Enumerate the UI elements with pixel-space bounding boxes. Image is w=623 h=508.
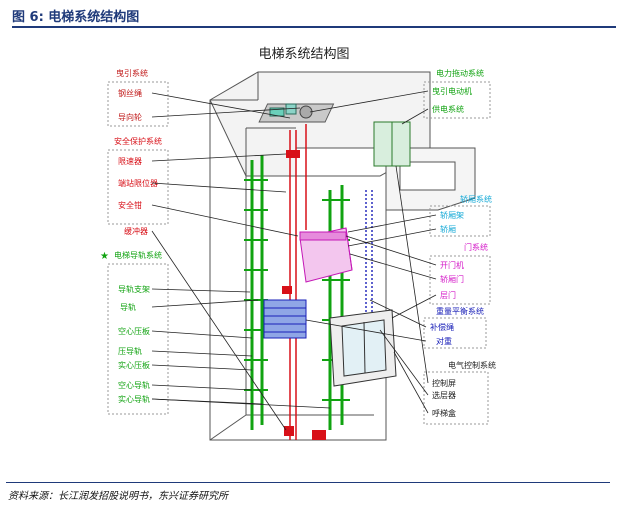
compensation-ropes	[365, 190, 373, 320]
end-limiter-unit	[282, 286, 292, 294]
label-end-limiter: 端站限位器	[118, 178, 158, 188]
label-power-drive: 电力拖动系统	[436, 68, 484, 78]
elevator-structure-diagram: 电梯系统结构图	[100, 47, 496, 441]
label-safety-system: 安全保护系统	[114, 136, 162, 146]
label-guide-wheel: 导向轮	[118, 112, 142, 122]
right-leader-lines	[305, 90, 437, 414]
counterweight-unit	[263, 299, 307, 339]
footer-rule	[6, 482, 610, 483]
label-solid-guide-rail: 实心导轨	[118, 394, 150, 404]
buffer-unit-2	[284, 426, 294, 436]
label-hall-door: 层门	[440, 290, 456, 300]
label-guide-system: 电梯导轨系统	[114, 250, 162, 260]
label-car-door: 轿厢门	[440, 274, 464, 284]
label-car-system: 轿厢系统	[460, 194, 492, 204]
label-floor-selector: 选层器	[432, 390, 456, 400]
guide-star-icon: ★	[100, 251, 109, 262]
label-solid-pressing-plate: 实心压板	[118, 360, 150, 370]
label-compensation-rope: 补偿绳	[430, 322, 454, 332]
label-power-supply: 供电系统	[432, 104, 464, 114]
label-car-body: 轿厢	[440, 224, 456, 234]
header-rule	[12, 26, 616, 28]
left-labels: 曳引系统 钢丝绳 导向轮 安全保护系统 限速器 端站限位器 安全钳 缓冲器 ★ …	[100, 68, 169, 415]
label-electric-control: 电气控制系统	[448, 360, 496, 370]
figure-title: 图 6: 电梯系统结构图	[12, 10, 140, 25]
label-door-system: 门系统	[464, 242, 488, 252]
guide-rails	[250, 155, 344, 430]
buffer-unit	[312, 430, 326, 440]
label-call-box: 呼梯盒	[432, 408, 456, 418]
label-hollow-guide-rail: 空心导轨	[118, 380, 150, 390]
label-guide-rail: 导轨	[120, 302, 136, 312]
right-labels: 电力拖动系统 曳引电动机 供电系统 轿厢系统 轿厢架 轿厢 门系统 开门机 轿厢…	[423, 68, 496, 425]
label-traction-system: 曳引系统	[116, 68, 148, 78]
control-cabinet-box	[373, 121, 411, 167]
figure-header: 图 6: 电梯系统结构图	[6, 4, 617, 28]
label-wire-rope: 钢丝绳	[118, 88, 142, 98]
hall-door	[329, 309, 397, 387]
label-speed-limiter: 限速器	[118, 157, 142, 166]
left-leader-lines	[151, 92, 331, 431]
label-car-frame: 轿厢架	[440, 210, 464, 220]
elevator-car	[299, 227, 353, 283]
label-traction-motor: 曳引电动机	[432, 86, 472, 96]
label-safety-gear: 安全钳	[118, 200, 142, 210]
diagram-title: 电梯系统结构图	[258, 47, 349, 62]
label-counterweight: 对重	[436, 336, 452, 346]
label-buffer: 缓冲器	[124, 226, 148, 236]
source-note: 资料来源：长江润发招股说明书，东兴证券研究所	[8, 491, 228, 502]
label-rail-bracket: 导轨支架	[118, 284, 150, 294]
label-weight-balance: 重量平衡系统	[436, 306, 484, 316]
label-pressing-rail: 压导轨	[118, 346, 142, 356]
label-control-cabinet: 控制屏	[432, 378, 456, 388]
traction-machine	[258, 103, 335, 123]
wire-ropes	[289, 124, 307, 440]
label-door-opener: 开门机	[440, 260, 464, 270]
label-hollow-pressing-plate: 空心压板	[118, 326, 150, 336]
speed-limiter-unit	[286, 150, 300, 158]
